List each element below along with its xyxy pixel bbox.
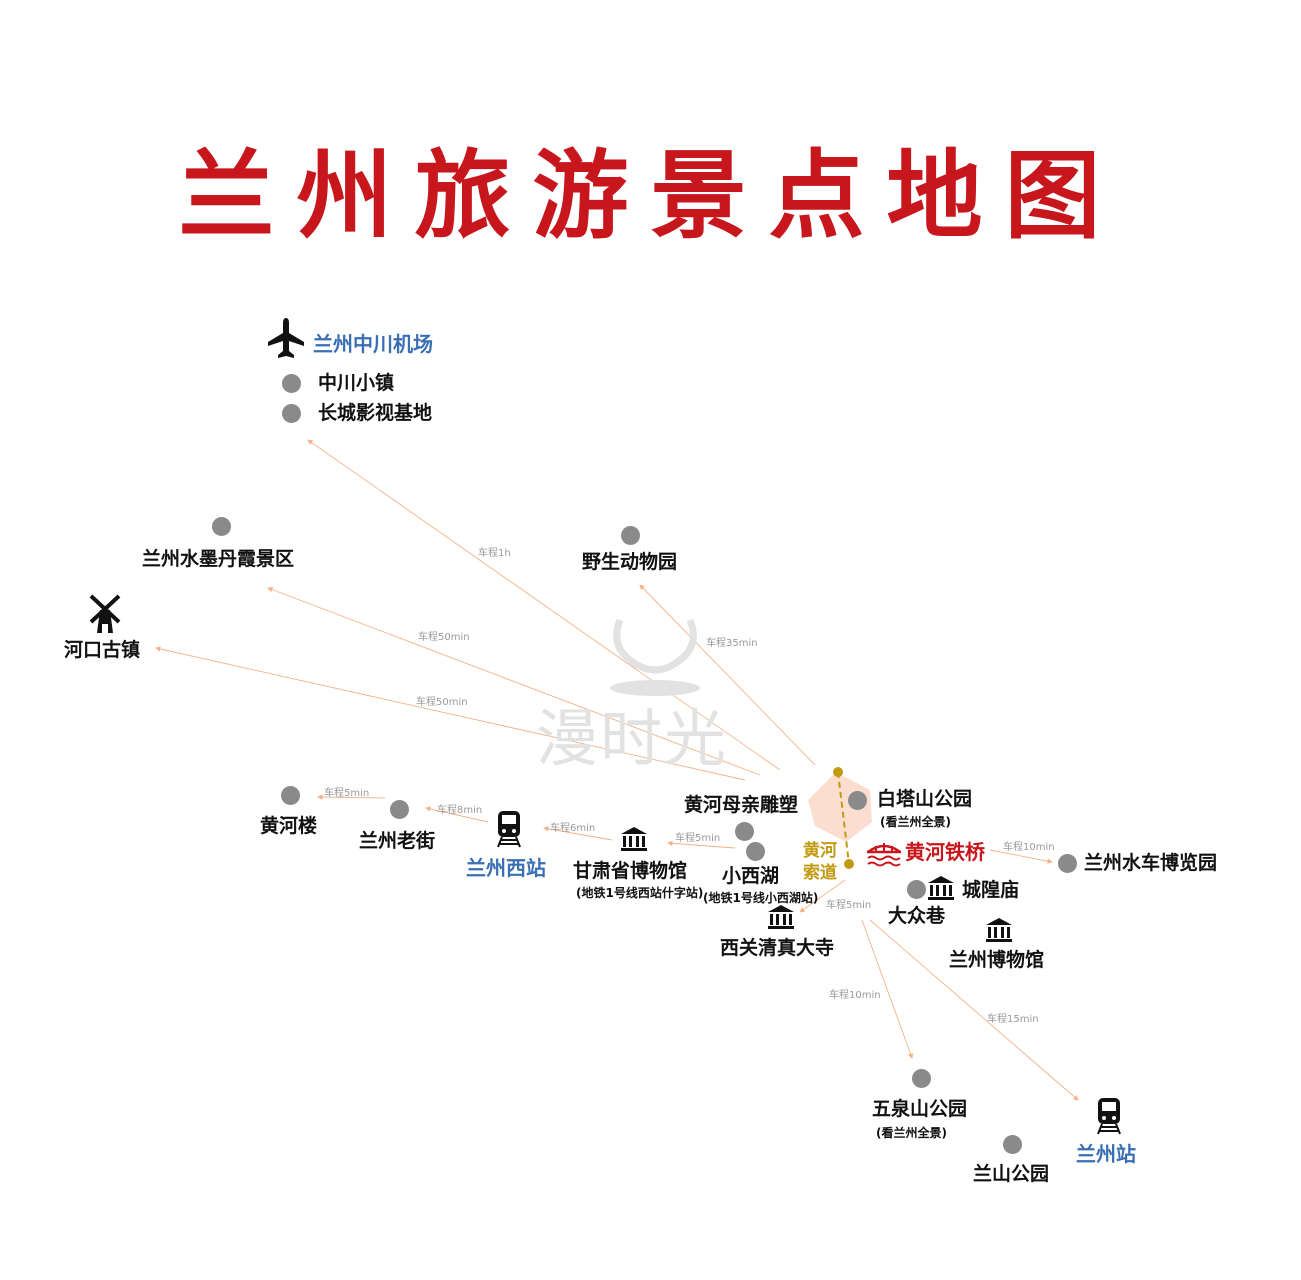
time-yellow-river-tower: 车程5min [324, 788, 370, 799]
lanzhou-station-label: 兰州站 [1076, 1142, 1136, 1166]
time-waterwheel: 车程10min [1003, 842, 1055, 853]
train-icon-west [497, 811, 521, 848]
zhongchuan-town-label: 中川小镇 [318, 372, 395, 394]
route-old-street [425, 806, 489, 823]
train-icon-lanzhou [1097, 1098, 1121, 1135]
museum-icon-chenghuang [928, 876, 954, 900]
museum-icon-lanzhou [986, 918, 1012, 942]
windmill-icon [89, 594, 121, 633]
ropeway-line [837, 771, 850, 865]
lanzhou-museum-label: 兰州博物馆 [949, 949, 1045, 971]
gansu-museum-label: 甘肃省博物馆 [573, 860, 688, 882]
route-lanzhou-station [869, 919, 1079, 1101]
time-danxia: 车程50min [418, 632, 470, 643]
time-airport: 车程1h [478, 548, 511, 559]
chenghuang-temple-label: 城隍庙 [962, 879, 1020, 901]
time-mosque: 车程5min [826, 900, 872, 911]
wuquan-park-label: 五泉山公园 [872, 1098, 968, 1120]
route-danxia [267, 587, 761, 776]
zoo-label: 野生动物园 [582, 551, 678, 573]
lanshan-park-marker [1003, 1135, 1022, 1154]
gansu-museum-note: (地铁1号线西站什字站) [576, 886, 704, 900]
great-wall-studio-label: 长城影视基地 [318, 402, 433, 424]
airport-label: 兰州中川机场 [313, 332, 433, 356]
ropeway-end-bottom [844, 859, 854, 869]
xiaoxihu-marker [746, 842, 765, 861]
mother-statue-marker [735, 822, 754, 841]
map-title: 兰州旅游景点地图 [178, 140, 1123, 252]
route-zoo [639, 584, 816, 766]
route-airport [307, 439, 781, 771]
time-zoo: 车程35min [706, 638, 758, 649]
mother-statue-label: 黄河母亲雕塑 [684, 794, 799, 816]
time-museum: 车程5min [675, 833, 721, 844]
old-street-label: 兰州老街 [359, 830, 436, 852]
baita-park-marker [848, 791, 867, 810]
zoo-marker [621, 526, 640, 545]
wuquan-park-note: (看兰州全景) [876, 1126, 947, 1140]
old-street-marker [390, 800, 409, 819]
waterwheel-label: 兰州水车博览园 [1084, 852, 1218, 874]
ropeway-label: 黄河 索道 [803, 841, 837, 884]
watermark-logo [610, 618, 700, 696]
baita-area-highlight [808, 772, 872, 842]
time-lanzhou-station: 车程15min [987, 1014, 1039, 1025]
xiaoxihu-note: (地铁1号线小西湖站) [703, 891, 819, 905]
yellow-river-tower-label: 黄河楼 [260, 815, 318, 837]
dazhong-lane-marker [907, 880, 926, 899]
time-old-street: 车程8min [437, 805, 483, 816]
route-hekou [155, 646, 746, 781]
hekou-label: 河口古镇 [64, 639, 141, 661]
zhongchuan-town-marker [282, 374, 301, 393]
dazhong-lane-label: 大众巷 [888, 905, 946, 927]
waterwheel-marker [1058, 854, 1077, 873]
route-west-station [543, 826, 613, 841]
time-wuquan: 车程10min [829, 990, 881, 1001]
time-hekou: 车程50min [416, 697, 468, 708]
danxia-marker [212, 517, 231, 536]
bridge-icon [867, 843, 901, 867]
route-mosque [799, 879, 846, 913]
route-waterwheel [989, 849, 1053, 864]
route-museum [667, 840, 736, 849]
lanshan-park-label: 兰山公园 [973, 1163, 1050, 1185]
route-wuquan [861, 919, 914, 1059]
yellow-river-tower-marker [281, 786, 300, 805]
museum-icon-mosque [768, 905, 794, 929]
airplane-icon [268, 318, 304, 358]
xiaoxihu-label: 小西湖 [722, 865, 780, 887]
ropeway-end-top [833, 767, 843, 777]
museum-icon-gansu [621, 827, 647, 851]
great-wall-studio-marker [282, 404, 301, 423]
baita-park-note: (看兰州全景) [880, 815, 951, 829]
time-west-station: 车程6min [550, 823, 596, 834]
baita-park-label: 白塔山公园 [877, 788, 973, 810]
west-station-label: 兰州西站 [466, 856, 546, 880]
iron-bridge-label: 黄河铁桥 [905, 840, 985, 864]
watermark-text: 漫时光 [536, 702, 729, 775]
danxia-label: 兰州水墨丹霞景区 [142, 548, 295, 570]
route-yellow-river-tower [317, 794, 386, 800]
xiguan-mosque-label: 西关清真大寺 [720, 937, 835, 959]
wuquan-park-marker [912, 1069, 931, 1088]
